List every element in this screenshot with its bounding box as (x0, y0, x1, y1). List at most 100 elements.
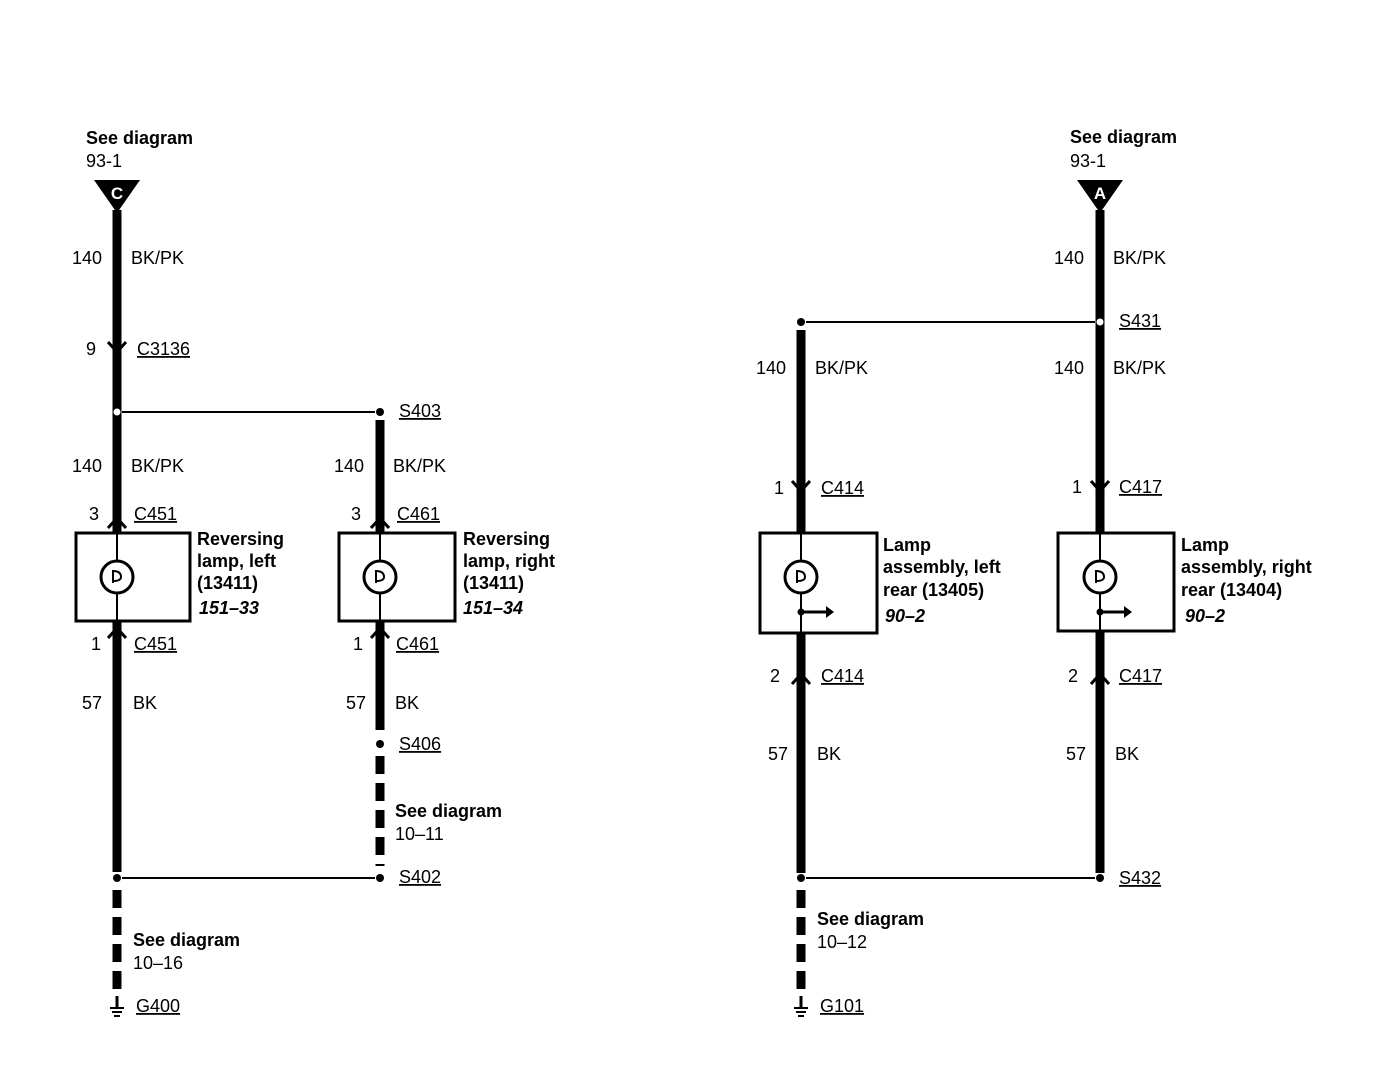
c417-in-connector-icon (1089, 479, 1111, 494)
reversing-lamp-left-label-1: Reversing (197, 529, 284, 549)
right-connector-letter: A (1094, 184, 1106, 203)
left-see-diagram-label: See diagram (86, 128, 193, 148)
c417-out-connector-icon (1089, 671, 1111, 686)
reversing-lamp-right-label-3: (13411) (463, 573, 524, 593)
s402-splice-dot-right (376, 874, 384, 882)
reversing-lamp-right-label-2: lamp, right (463, 551, 555, 571)
rear-lamp-right-ground-wire-color: BK (1115, 744, 1139, 764)
see-diagram-10-11-page: 10–11 (395, 824, 444, 844)
c461-out-label: C461 (396, 634, 439, 654)
lamp-assembly-right-rear-label-2: assembly, right (1181, 557, 1312, 577)
left-connector-letter: C (111, 184, 123, 203)
lamp-right-ground-wire-circuit: 57 (346, 693, 366, 713)
right-connector-triangle-icon (1077, 180, 1123, 213)
c451-in-connector-icon (106, 515, 128, 530)
c451-out-connector-icon (106, 625, 128, 640)
s406-label: S406 (399, 734, 441, 754)
g101-label: G101 (820, 996, 864, 1016)
reversing-lamp-right-bulb-icon (362, 559, 398, 595)
reversing-lamp-left-label-3: (13411) (197, 573, 258, 593)
s402-splice-dot-left (113, 874, 121, 882)
lamp-right-wire-circuit: 140 (334, 456, 364, 476)
c414-in-connector-icon (790, 479, 812, 494)
left-see-diagram-page: 93-1 (86, 151, 122, 171)
c3136-connector-icon (106, 340, 128, 355)
s403-splice-dot-left (112, 407, 122, 417)
see-diagram-10-11-label: See diagram (395, 801, 502, 821)
lamp-assembly-left-rear-ref: 90–2 (885, 606, 925, 626)
c461-out-connector-icon (369, 625, 391, 640)
c414-out-label: C414 (821, 666, 864, 686)
lamp-assembly-left-rear-label-2: assembly, left (883, 557, 1001, 577)
c461-in-pin: 3 (351, 504, 361, 524)
c461-out-pin: 1 (353, 634, 363, 654)
c451-in-pin: 3 (89, 504, 99, 524)
lamp-left-wire-color: BK/PK (131, 456, 184, 476)
right-top-wire-color: BK/PK (1113, 248, 1166, 268)
reversing-lamp-left-label-2: lamp, left (197, 551, 276, 571)
lamp-left-wire-circuit: 140 (72, 456, 102, 476)
reversing-lamp-right-label-1: Reversing (463, 529, 550, 549)
s431-splice-dot-left (797, 318, 805, 326)
c451-out-label: C451 (134, 634, 177, 654)
lamp-assembly-right-rear-ref: 90–2 (1185, 606, 1225, 626)
s403-splice-dot-right (376, 408, 384, 416)
lamp-left-ground-wire-circuit: 57 (82, 693, 102, 713)
c417-out-pin: 2 (1068, 666, 1078, 686)
see-diagram-10-16-label: See diagram (133, 930, 240, 950)
lamp-right-ground-wire-color: BK (395, 693, 419, 713)
lamp-assembly-left-rear-bulb-icon (783, 559, 819, 595)
s402-label: S402 (399, 867, 441, 887)
c414-out-pin: 2 (770, 666, 780, 686)
s431-label: S431 (1119, 311, 1161, 331)
lamp-assembly-left-rear-case-ground-icon (797, 606, 834, 618)
rear-lamp-left-ground-wire-circuit: 57 (768, 744, 788, 764)
left-top-wire-color: BK/PK (131, 248, 184, 268)
right-see-diagram-label: See diagram (1070, 127, 1177, 147)
right-top-wire-circuit: 140 (1054, 248, 1084, 268)
c417-in-label: C417 (1119, 477, 1162, 497)
left-connector-triangle-icon (94, 180, 140, 213)
reversing-lamp-left-ref: 151–33 (199, 598, 259, 618)
s406-splice-dot (376, 740, 384, 748)
c414-in-pin: 1 (774, 478, 784, 498)
right-circuit: See diagram 93-1 A 140 BK/PK S431 140 BK… (756, 127, 1312, 1017)
s432-splice-dot-right (1096, 874, 1104, 882)
s403-label: S403 (399, 401, 441, 421)
c451-out-pin: 1 (91, 634, 101, 654)
rear-lamp-left-wire-color: BK/PK (815, 358, 868, 378)
lamp-assembly-left-rear-label-3: rear (13405) (883, 580, 984, 600)
s432-label: S432 (1119, 868, 1161, 888)
g400-label: G400 (136, 996, 180, 1016)
lamp-left-ground-wire-color: BK (133, 693, 157, 713)
c417-in-pin: 1 (1072, 477, 1082, 497)
lamp-assembly-right-rear-label-3: rear (13404) (1181, 580, 1282, 600)
c451-in-label: C451 (134, 504, 177, 524)
c417-out-label: C417 (1119, 666, 1162, 686)
rear-lamp-left-ground-wire-color: BK (817, 744, 841, 764)
c414-out-connector-icon (790, 671, 812, 686)
rear-lamp-right-wire-circuit: 140 (1054, 358, 1084, 378)
reversing-lamp-left-bulb-icon (99, 559, 135, 595)
lamp-assembly-right-rear-case-ground-icon (1096, 606, 1132, 618)
c414-in-label: C414 (821, 478, 864, 498)
see-diagram-10-16-page: 10–16 (133, 953, 183, 973)
s432-splice-dot-left (797, 874, 805, 882)
left-top-wire-circuit: 140 (72, 248, 102, 268)
see-diagram-10-12-page: 10–12 (817, 932, 867, 952)
lamp-assembly-left-rear-label-1: Lamp (883, 535, 931, 555)
rear-lamp-right-ground-wire-circuit: 57 (1066, 744, 1086, 764)
reversing-lamp-right-ref: 151–34 (463, 598, 523, 618)
g101-ground-icon (794, 996, 808, 1017)
lamp-assembly-right-rear-bulb-icon (1082, 559, 1118, 595)
c3136-pin: 9 (86, 339, 96, 359)
right-see-diagram-page: 93-1 (1070, 151, 1106, 171)
left-circuit: See diagram 93-1 C 140 BK/PK 9 C3136 S40… (72, 128, 555, 1017)
rear-lamp-left-wire-circuit: 140 (756, 358, 786, 378)
c461-in-label: C461 (397, 504, 440, 524)
g400-ground-icon (110, 996, 124, 1017)
lamp-right-wire-color: BK/PK (393, 456, 446, 476)
lamp-assembly-right-rear-label-1: Lamp (1181, 535, 1229, 555)
rear-lamp-right-wire-color: BK/PK (1113, 358, 1166, 378)
